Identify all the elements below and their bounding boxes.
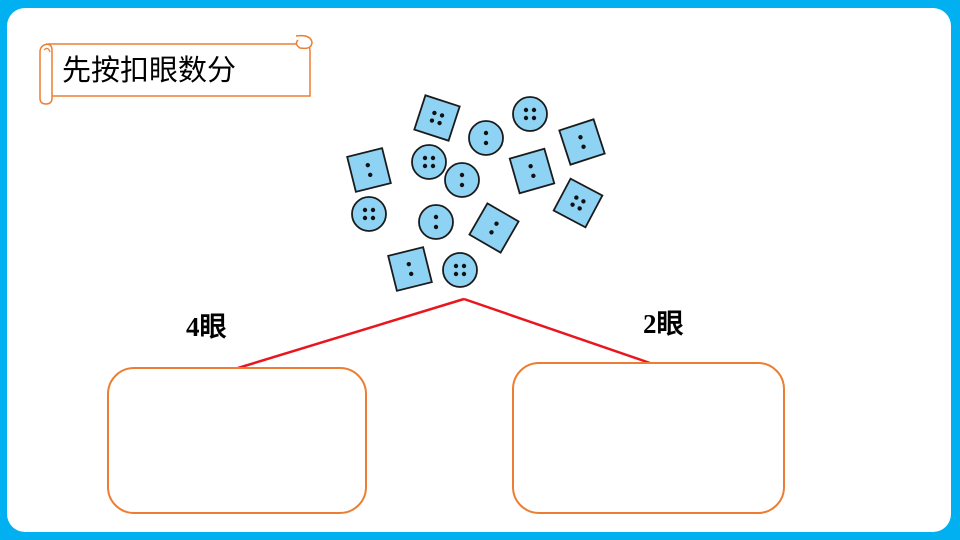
button-hole — [430, 155, 436, 161]
button-hole — [523, 107, 529, 113]
button-hole — [483, 130, 489, 136]
button-hole — [531, 173, 536, 179]
button-hole — [437, 120, 442, 126]
button-hole — [432, 110, 437, 116]
button-circle-2-holes — [468, 120, 504, 156]
button-square-4-holes — [413, 94, 461, 142]
button-body — [411, 144, 447, 180]
button-body — [468, 120, 504, 156]
button-hole — [494, 221, 499, 226]
button-body — [558, 118, 606, 166]
button-hole — [461, 263, 467, 269]
button-circle-4-holes — [512, 96, 548, 132]
scroll-left-roll — [39, 43, 53, 105]
button-circle-2-holes — [418, 204, 454, 240]
button-hole — [429, 118, 435, 123]
button-hole — [362, 207, 368, 213]
button-body — [468, 202, 520, 254]
button-hole — [577, 206, 582, 211]
answer-box-right[interactable] — [512, 362, 785, 514]
scroll-right-curl — [295, 34, 313, 50]
title-scroll: 先按扣眼数分 — [39, 34, 313, 105]
button-hole — [578, 135, 583, 140]
answer-box-left[interactable] — [107, 367, 367, 514]
button-hole — [433, 214, 439, 220]
category-label-left: 4眼 — [186, 312, 227, 342]
title-text: 先按扣眼数分 — [62, 53, 236, 87]
button-hole — [528, 163, 533, 169]
button-hole — [409, 271, 414, 277]
button-hole — [574, 195, 579, 200]
button-hole — [461, 271, 467, 277]
button-body — [413, 94, 461, 142]
button-hole — [453, 263, 459, 269]
button-hole — [459, 172, 465, 178]
branch-line-left — [237, 297, 465, 370]
button-body — [552, 177, 604, 229]
branch-line-right — [463, 297, 651, 365]
button-hole — [523, 115, 529, 121]
button-hole — [368, 172, 373, 178]
button-hole — [430, 163, 436, 169]
button-circle-4-holes — [411, 144, 447, 180]
button-hole — [531, 107, 537, 113]
button-hole — [531, 115, 537, 121]
button-hole — [422, 163, 428, 169]
branch-lines — [237, 297, 651, 370]
button-square-4-holes — [552, 177, 604, 229]
category-label-right: 2眼 — [643, 309, 684, 339]
button-hole — [422, 155, 428, 161]
button-body — [512, 96, 548, 132]
button-hole — [365, 162, 370, 168]
button-body — [508, 147, 556, 195]
buttons-cluster — [346, 94, 606, 292]
button-circle-2-holes — [444, 162, 480, 198]
button-square-2-holes — [508, 147, 556, 195]
button-hole — [489, 230, 494, 235]
button-hole — [453, 271, 459, 277]
button-body — [444, 162, 480, 198]
button-circle-4-holes — [351, 196, 387, 232]
button-hole — [370, 215, 376, 221]
button-body — [346, 147, 392, 193]
button-body — [387, 246, 433, 292]
button-square-2-holes — [346, 147, 392, 193]
button-circle-4-holes — [442, 252, 478, 288]
scroll-left-curl — [43, 47, 51, 53]
button-square-2-holes — [468, 202, 520, 254]
button-square-2-holes — [558, 118, 606, 166]
button-hole — [370, 207, 376, 213]
button-body — [418, 204, 454, 240]
button-hole — [581, 199, 586, 204]
button-hole — [581, 144, 586, 149]
button-hole — [459, 182, 465, 188]
button-body — [351, 196, 387, 232]
button-body — [442, 252, 478, 288]
button-hole — [362, 215, 368, 221]
button-hole — [439, 113, 445, 118]
button-hole — [483, 140, 489, 146]
button-hole — [406, 261, 411, 267]
button-square-2-holes — [387, 246, 433, 292]
button-hole — [570, 202, 575, 207]
button-hole — [433, 224, 439, 230]
